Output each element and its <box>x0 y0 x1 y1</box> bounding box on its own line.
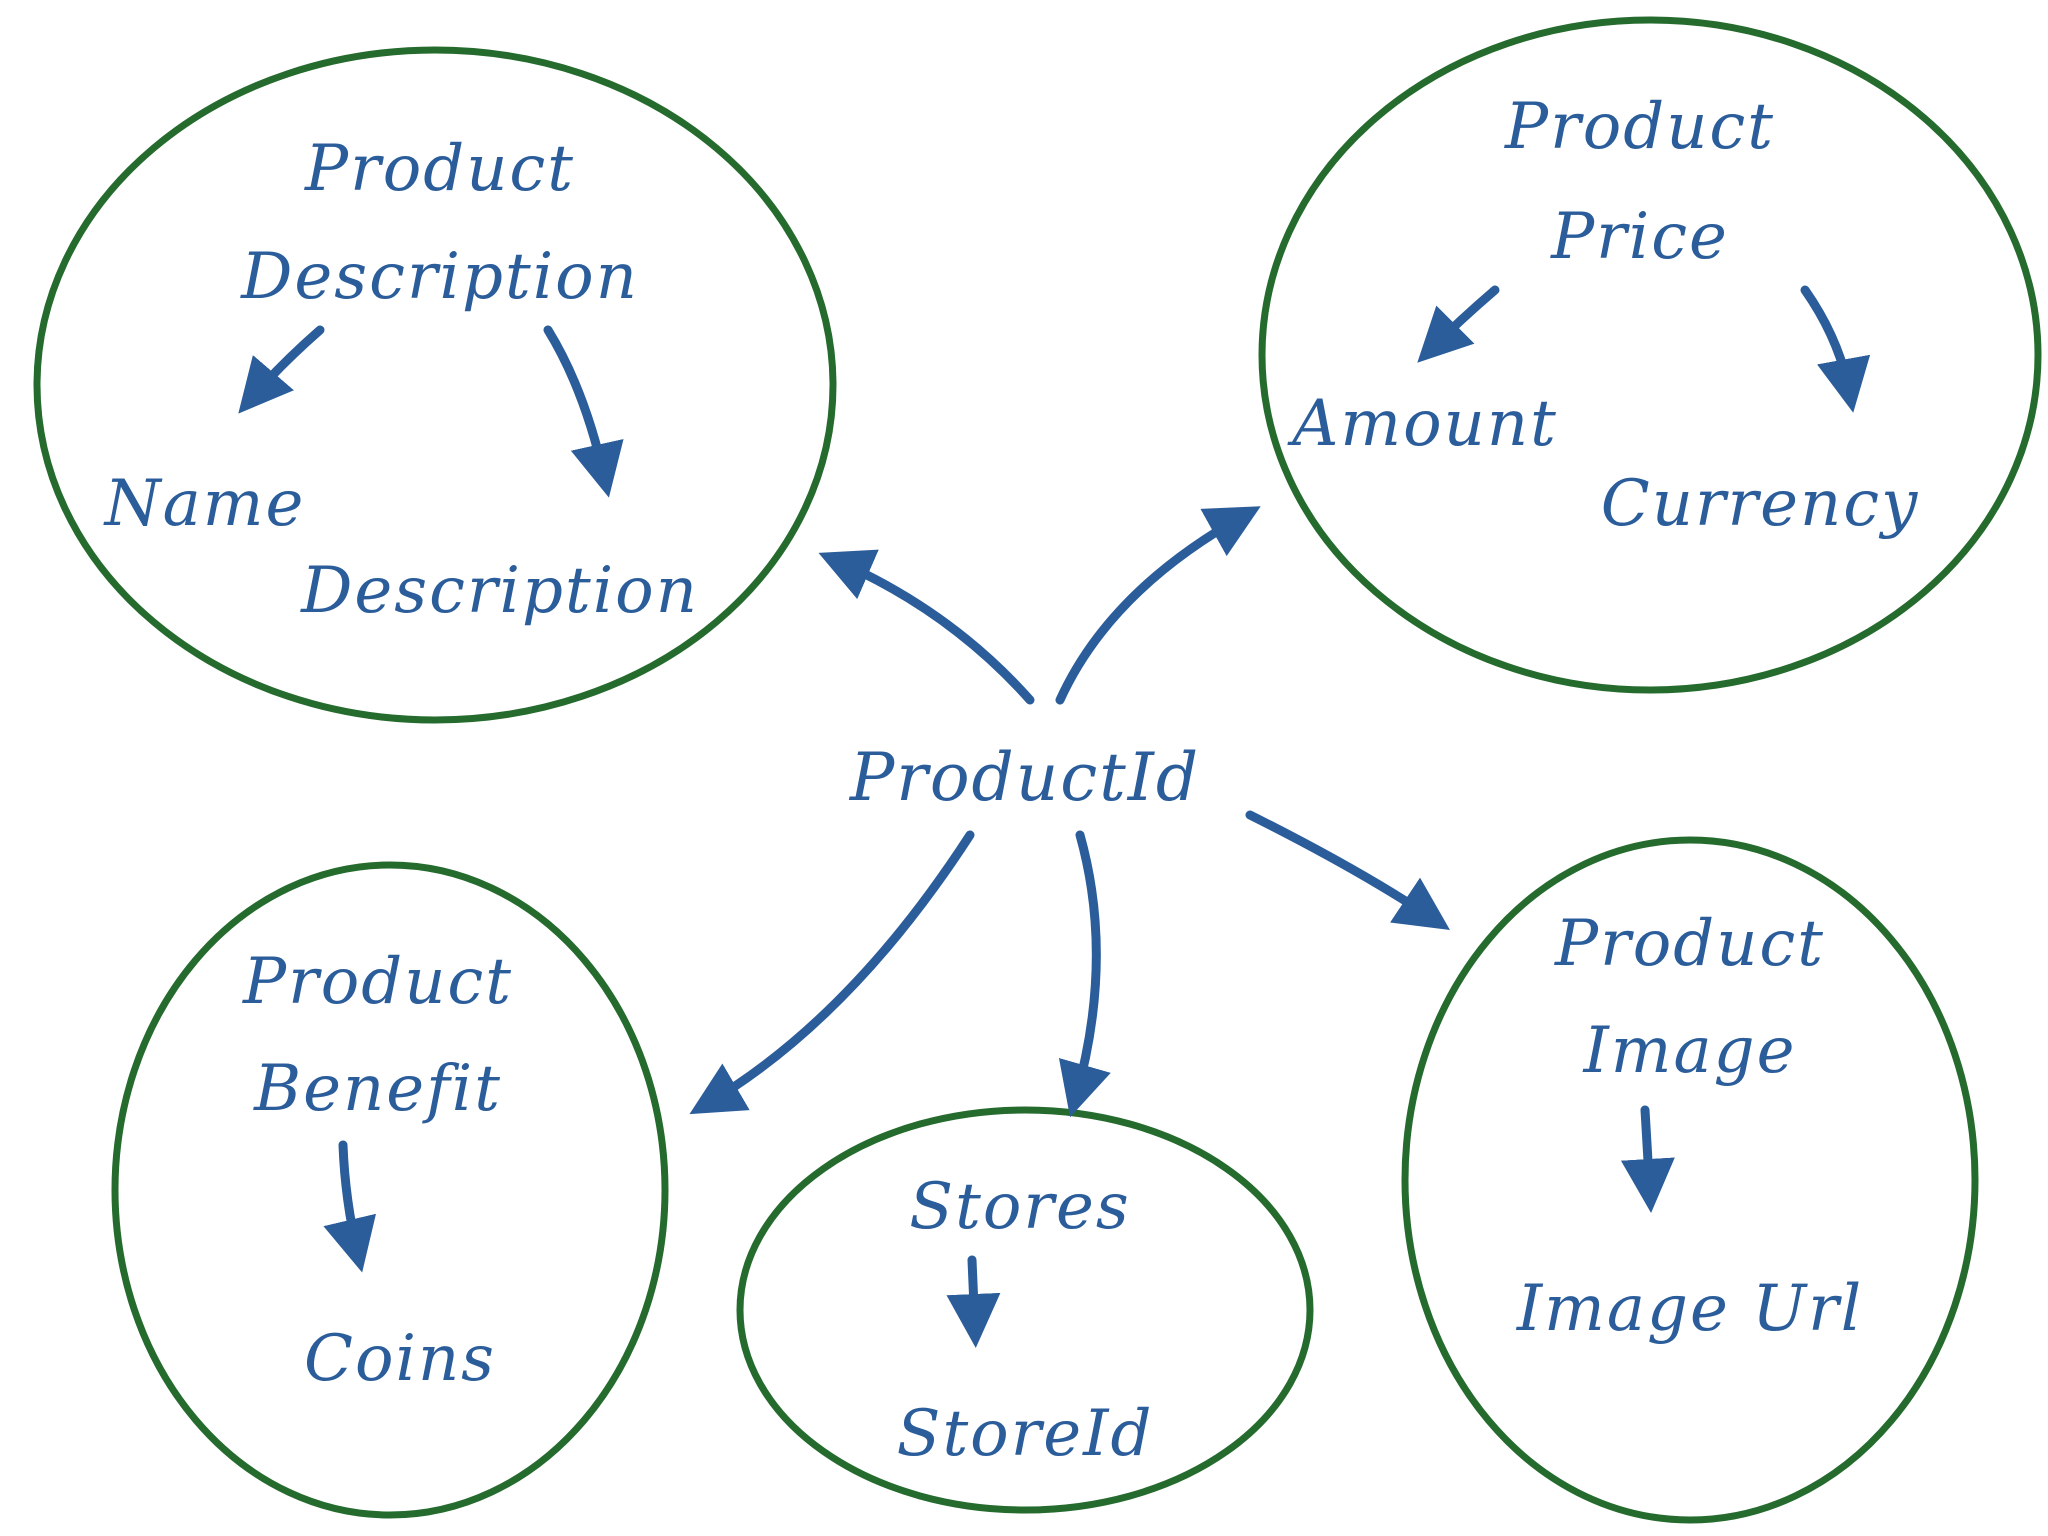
arrow-center-to-benefit <box>689 830 975 1115</box>
arrow-to-amount <box>1417 285 1500 363</box>
arrow-to-storeid <box>946 1255 1001 1348</box>
stores-title: Stores <box>909 1170 1130 1244</box>
arrow-center-to-image <box>1245 810 1450 930</box>
description-title-line2: Description <box>240 240 639 314</box>
image-item-imageurl: Image Url <box>1516 1272 1863 1346</box>
price-item-amount: Amount <box>1287 387 1558 461</box>
benefit-item-coins: Coins <box>304 1322 496 1396</box>
stores-ellipse <box>736 1106 1314 1514</box>
stores-item-storeid: StoreId <box>897 1397 1154 1471</box>
price-title-line1: Product <box>1504 90 1775 164</box>
arrow-to-coins <box>323 1140 376 1273</box>
arrow-to-description <box>543 325 624 498</box>
arrow-center-to-price <box>1055 506 1261 705</box>
price-title-line2: Price <box>1550 200 1729 274</box>
center-label: ProductId <box>849 739 1200 816</box>
image-ellipse <box>1401 836 1979 1524</box>
description-ellipse <box>33 46 837 724</box>
benefit-title-line1: Product <box>242 945 513 1019</box>
description-item-name: Name <box>103 467 306 541</box>
arrow-center-to-stores <box>1058 830 1111 1118</box>
benefit-ellipse <box>111 861 669 1519</box>
image-title-line2: Image <box>1583 1014 1797 1088</box>
description-title-line1: Product <box>304 132 575 206</box>
price-item-currency: Currency <box>1601 467 1919 541</box>
description-item-description: Description <box>300 554 699 628</box>
arrow-center-to-description <box>818 549 1035 705</box>
price-ellipse <box>1258 16 2042 694</box>
image-title-line1: Product <box>1554 907 1825 981</box>
benefit-title-line2: Benefit <box>253 1052 502 1126</box>
arrow-to-name <box>238 325 325 414</box>
arrow-to-imageurl <box>1620 1105 1675 1213</box>
arrow-to-currency <box>1800 285 1871 413</box>
